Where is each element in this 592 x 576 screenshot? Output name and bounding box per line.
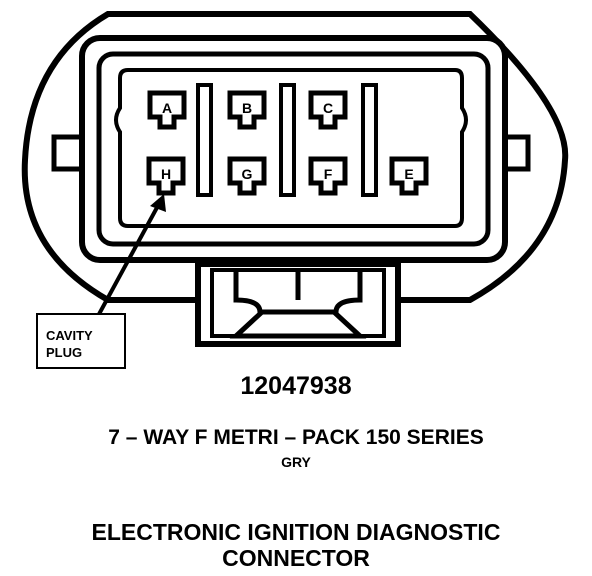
terminal-label: G xyxy=(242,166,253,182)
left-tab xyxy=(51,134,85,172)
callout-line: PLUG xyxy=(46,345,83,360)
diagram-title-line: ELECTRONIC IGNITION DIAGNOSTIC xyxy=(91,519,501,545)
diagram-title-line: CONNECTOR xyxy=(222,545,370,571)
terminal-label: E xyxy=(404,166,413,182)
terminal-h: H xyxy=(146,156,186,196)
terminal-g: G xyxy=(227,156,267,196)
terminal-label: H xyxy=(161,166,171,182)
divider-bar xyxy=(361,83,378,197)
terminal-b: B xyxy=(227,90,267,130)
connector-latch xyxy=(195,261,401,347)
terminal-label: A xyxy=(162,100,172,116)
part-number: 12047938 xyxy=(240,372,352,400)
terminal-f: F xyxy=(308,156,348,196)
divider-bar xyxy=(279,83,296,197)
cavity-plug-callout: CAVITY PLUG xyxy=(36,313,126,369)
terminal-label: F xyxy=(324,166,333,182)
callout-leader-line xyxy=(96,201,162,317)
terminal-a: A xyxy=(147,90,187,130)
callout-line: CAVITY xyxy=(46,328,93,343)
divider-bar xyxy=(196,83,213,197)
cavity-outline xyxy=(114,68,468,228)
housing-inner-frame xyxy=(96,51,491,247)
terminal-c: C xyxy=(308,90,348,130)
terminal-label: B xyxy=(242,100,252,116)
connector-color: GRY xyxy=(281,454,311,470)
callout-arrowhead xyxy=(150,194,166,212)
connector-outer-body xyxy=(21,11,569,303)
terminal-label: C xyxy=(323,100,333,116)
connector-diagram: A B C H G F E xyxy=(21,11,569,347)
connector-series: 7 – WAY F METRI – PACK 150 SERIES xyxy=(108,426,484,449)
terminal-e: E xyxy=(389,156,429,196)
